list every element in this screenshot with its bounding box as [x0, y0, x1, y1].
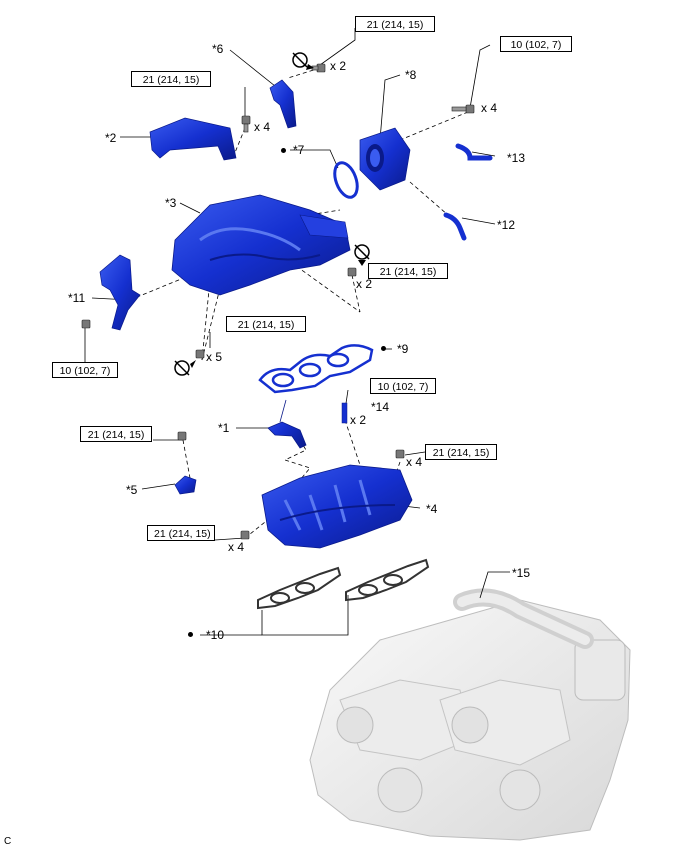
part-1-bracket [267, 399, 307, 449]
part-7-gasket [333, 161, 359, 199]
callout-part-14: *14 [371, 400, 390, 414]
callout-part-8: *8 [405, 68, 417, 82]
callout-part-5: *5 [126, 483, 138, 497]
bolt-icon [241, 115, 251, 133]
torque-spec: 21 (214, 15) [355, 16, 435, 32]
part-4-lower-intake-manifold [261, 464, 413, 549]
quantity-label: x 2 [330, 59, 347, 73]
callout-part-1: *1 [218, 421, 230, 435]
callout-part-13: *13 [507, 151, 526, 165]
callout-part-6: *6 [212, 42, 224, 56]
torque-spec: 21 (214, 15) [131, 71, 211, 87]
part-2-bracket [149, 117, 237, 161]
torque-spec: 21 (214, 15) [80, 426, 152, 442]
callout-part-7: *7 [293, 143, 305, 157]
quantity-label: x 4 [254, 120, 271, 134]
leader-lines [84, 28, 510, 636]
torque-spec: 10 (102, 7) [500, 36, 572, 52]
do-not-reuse-icon [292, 52, 314, 70]
bolt-icon [195, 349, 205, 359]
callout-part-9: *9 [397, 342, 409, 356]
do-not-reuse-icon [354, 244, 370, 266]
bolt-icon [451, 104, 475, 114]
bolt-icon [240, 530, 250, 540]
non-reusable-part-dot-icon [381, 346, 386, 351]
bolt-icon [395, 449, 405, 459]
part-13-hose [455, 143, 493, 161]
callout-part-12: *12 [497, 218, 516, 232]
bolt-icon [347, 267, 357, 277]
bolt-icon [81, 319, 91, 329]
callout-part-4: *4 [426, 502, 438, 516]
quantity-label: x 4 [406, 455, 423, 469]
quantity-label: x 2 [350, 413, 367, 427]
torque-spec: 10 (102, 7) [52, 362, 118, 378]
non-reusable-part-dot-icon [281, 148, 286, 153]
quantity-label: x 4 [481, 101, 498, 115]
part-3-upper-intake-manifold [171, 194, 351, 296]
torque-spec: 21 (214, 15) [147, 525, 215, 541]
torque-spec: 21 (214, 15) [368, 263, 448, 279]
callout-part-11: *11 [68, 291, 86, 305]
quantity-label: x 4 [228, 540, 245, 554]
torque-spec: 10 (102, 7) [370, 378, 436, 394]
torque-spec: 21 (214, 15) [425, 444, 497, 460]
callout-part-2: *2 [105, 131, 117, 145]
part-5-bracket [174, 475, 197, 495]
non-reusable-part-dot-icon [188, 632, 193, 637]
engine-assembly [309, 588, 631, 841]
bolt-icon [177, 431, 187, 441]
torque-spec: 21 (214, 15) [226, 316, 306, 332]
callout-part-10: *10 [206, 628, 225, 642]
part-6-bracket [269, 79, 297, 129]
callout-part-3: *3 [165, 196, 177, 210]
part-8-throttle-body [359, 127, 411, 191]
part-11-pipe [99, 254, 141, 331]
part-14-stud [341, 402, 348, 424]
part-9-gasket [258, 344, 374, 394]
figure-code: C [4, 836, 12, 847]
part-12-hose [443, 212, 467, 241]
part-10-gasket [257, 558, 430, 610]
callout-part-15: *15 [512, 566, 531, 580]
do-not-reuse-icon [174, 360, 196, 376]
quantity-label: x 2 [356, 277, 373, 291]
quantity-label: x 5 [206, 350, 223, 364]
